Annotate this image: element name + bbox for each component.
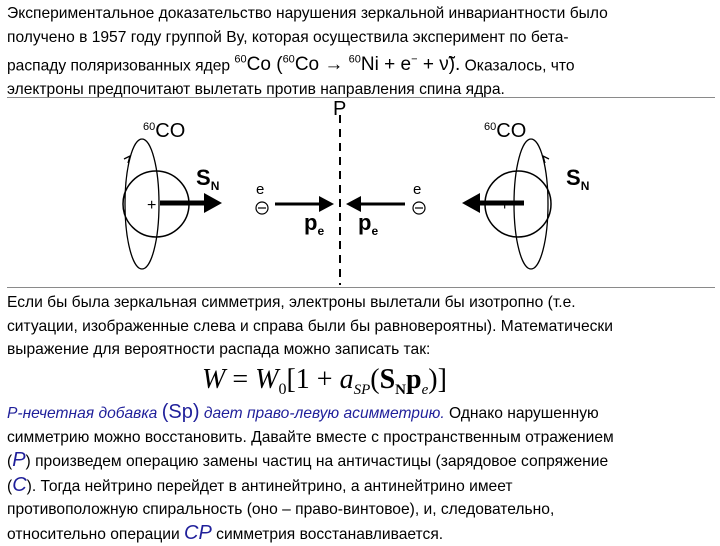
intro-line-3-end: Оказалось, что <box>460 57 574 74</box>
decay-probability-formula: W = W0[1 + aSP(SNpe)] <box>200 360 520 396</box>
right-momentum-label: pe <box>358 210 378 238</box>
mass-number: 60 <box>349 54 361 66</box>
intro-line-1: Экспериментальное доказательство нарушен… <box>7 2 715 26</box>
cp-symmetry-paragraph: P-нечетная добавка (Sp) дает право-левую… <box>7 401 715 546</box>
cp-line-4: (C). Тогда нейтрино перейдет в антинейтр… <box>7 474 715 499</box>
right-plus-sign: + <box>500 197 509 214</box>
cp-line-1: P-нечетная добавка (Sp) дает право-левую… <box>7 401 715 426</box>
symmetry-line-2: ситуации, изображенные слева и справа бы… <box>7 315 715 339</box>
left-momentum-label: pe <box>304 210 324 238</box>
paren-close: ). <box>449 54 461 75</box>
right-nucleus-label: 60CO <box>484 120 526 142</box>
right-nucleus-symbol: CO <box>496 120 526 142</box>
left-momentum-letter: p <box>304 210 317 235</box>
right-momentum-sub: e <box>371 224 378 238</box>
left-spin-label: SN <box>196 165 219 193</box>
symmetry-line-1: Если бы была зеркальная симметрия, элект… <box>7 291 715 315</box>
right-spin-letter: S <box>566 165 581 190</box>
electron-term: + e <box>379 54 411 75</box>
intro-line-2: получено в 1957 году группой By, которая… <box>7 26 715 50</box>
mass-number: 60 <box>283 54 295 66</box>
left-nucleus-label: 60CO <box>143 120 185 142</box>
left-nucleus: 60CO + SN e pe <box>123 120 334 269</box>
left-plus-sign: + <box>147 197 156 214</box>
symmetry-line-3: выражение для вероятности распада можно … <box>7 338 715 362</box>
p-odd-term: P-нечетная добавка <box>7 405 162 422</box>
cp-line-1-end: Однако нарушенную <box>445 405 599 422</box>
paren-open: ( <box>271 54 283 75</box>
right-nucleus: pe e + 60CO SN <box>346 120 589 269</box>
reaction-equation: 60Co (60Co → 60Ni + e− + ν̃). <box>234 54 460 75</box>
left-momentum-sub: e <box>317 224 324 238</box>
right-nucleus-mass: 60 <box>484 121 496 133</box>
nickel-symbol: Ni <box>361 54 379 75</box>
antineutrino-term: + ν̃ <box>418 54 449 75</box>
right-electron-e: e <box>413 181 421 198</box>
reaction-arrow: → <box>319 54 349 75</box>
cp-line-4-text: ). Тогда нейтрино перейдет в антинейтрин… <box>27 478 513 495</box>
symmetry-paragraph: Если бы была зеркальная симметрия, элект… <box>7 291 715 362</box>
cobalt-symbol: Co <box>247 54 271 75</box>
mirror-p-label: P <box>333 98 346 120</box>
cp-line-2: симметрию можно восстановить. Давайте вм… <box>7 426 715 450</box>
right-momentum-letter: p <box>358 210 371 235</box>
divider-middle <box>7 287 715 288</box>
asymmetry-phrase: дает право-левую асимметрию. <box>200 405 445 422</box>
cp-line-3: (P) произведем операцию замены частиц на… <box>7 449 715 474</box>
charge-conj-c: C <box>12 474 26 496</box>
parity-p: P <box>12 449 25 471</box>
mass-number: 60 <box>234 54 246 66</box>
right-spin-arrowhead-icon <box>462 193 480 213</box>
left-nucleus-mass: 60 <box>143 121 155 133</box>
left-nucleus-symbol: CO <box>155 120 185 142</box>
intro-line-3: распаду поляризованных ядер 60Co (60Co →… <box>7 49 715 78</box>
left-electron-e: e <box>256 181 264 198</box>
left-spin-sub: N <box>211 179 220 193</box>
cp-operation: CP <box>184 522 212 544</box>
cp-line-5: противоположную спиральность (оно – прав… <box>7 498 715 522</box>
cp-line-3-text: ) произведем операцию замены частиц на а… <box>26 453 609 470</box>
left-spin-letter: S <box>196 165 211 190</box>
left-spin-arrowhead-icon <box>204 193 222 213</box>
cobalt-symbol: Co <box>295 54 319 75</box>
wu-experiment-diagram: P 60CO + SN e pe pe e + 60CO SN <box>0 97 720 287</box>
cp-line-6: относительно операции CP симметрия восст… <box>7 522 715 546</box>
intro-line-3-text: распаду поляризованных ядер <box>7 57 234 74</box>
right-spin-sub: N <box>581 179 590 193</box>
left-momentum-arrowhead-icon <box>319 196 334 212</box>
formula-text: W = W0[1 + aSP(SNpe)] <box>202 364 447 396</box>
sp-term: (Sp) <box>162 401 200 423</box>
intro-paragraph: Экспериментальное доказательство нарушен… <box>7 2 715 101</box>
right-spin-label: SN <box>566 165 589 193</box>
